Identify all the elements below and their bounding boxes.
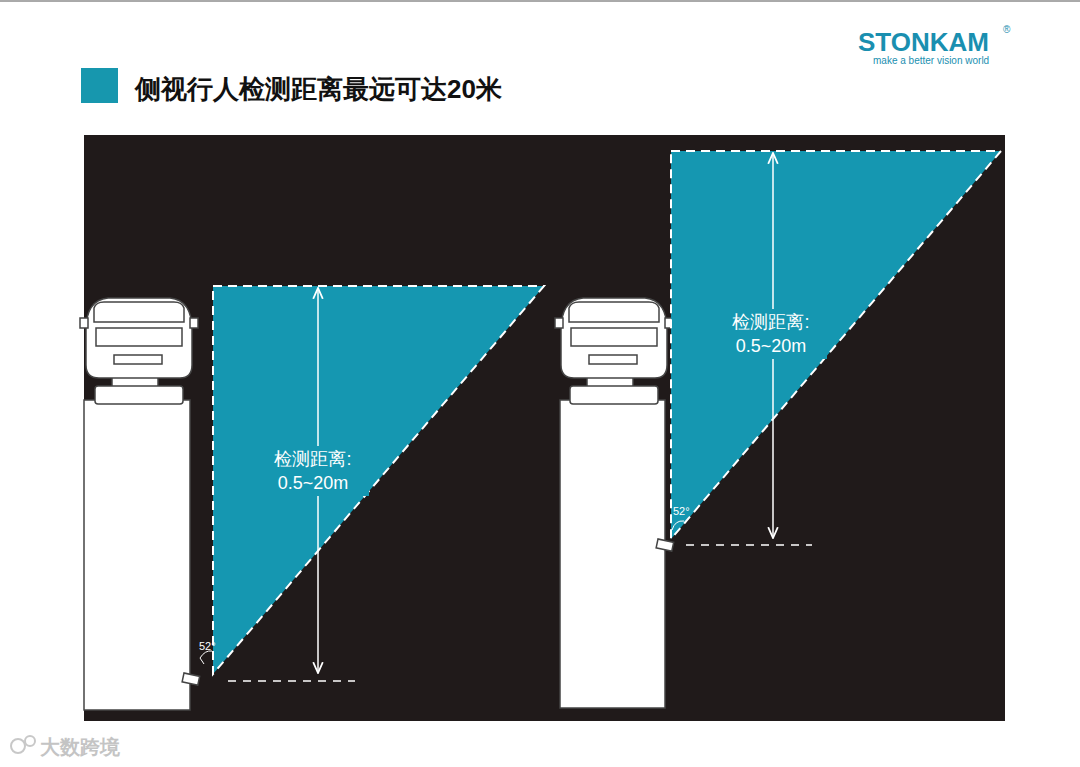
detection-zone: 检测距离: 0.5~20m	[670, 150, 1002, 540]
range-text: 检测距离: 0.5~20m	[257, 446, 369, 496]
watermark-icon	[11, 736, 35, 753]
brand-tagline: make a better vision world	[873, 55, 989, 66]
top-rule	[0, 1, 1080, 2]
range-text: 检测距离: 0.5~20m	[715, 309, 827, 359]
detection-zone: 检测距离: 0.5~20m	[212, 285, 545, 675]
watermark: 大数跨境	[40, 734, 120, 761]
title-square	[81, 68, 118, 103]
angle-arc	[200, 658, 204, 664]
scene-panel	[84, 135, 1005, 721]
angle-label: 52°	[199, 640, 216, 652]
registered-mark: ®	[1003, 24, 1010, 35]
truck	[80, 298, 200, 710]
angle-label: 52°	[673, 505, 690, 517]
slide-title: 侧视行人检测距离最远可达20米	[135, 72, 502, 107]
baseline-dash	[686, 544, 812, 546]
truck	[555, 298, 674, 708]
brand-logo: STONKAM	[858, 27, 989, 58]
angle-arc	[672, 521, 684, 530]
dimension-arrow	[317, 288, 319, 673]
zone-outline	[213, 286, 544, 674]
zone-outline	[671, 151, 1001, 539]
dimension-arrow	[772, 153, 774, 538]
baseline-dash	[228, 680, 355, 682]
